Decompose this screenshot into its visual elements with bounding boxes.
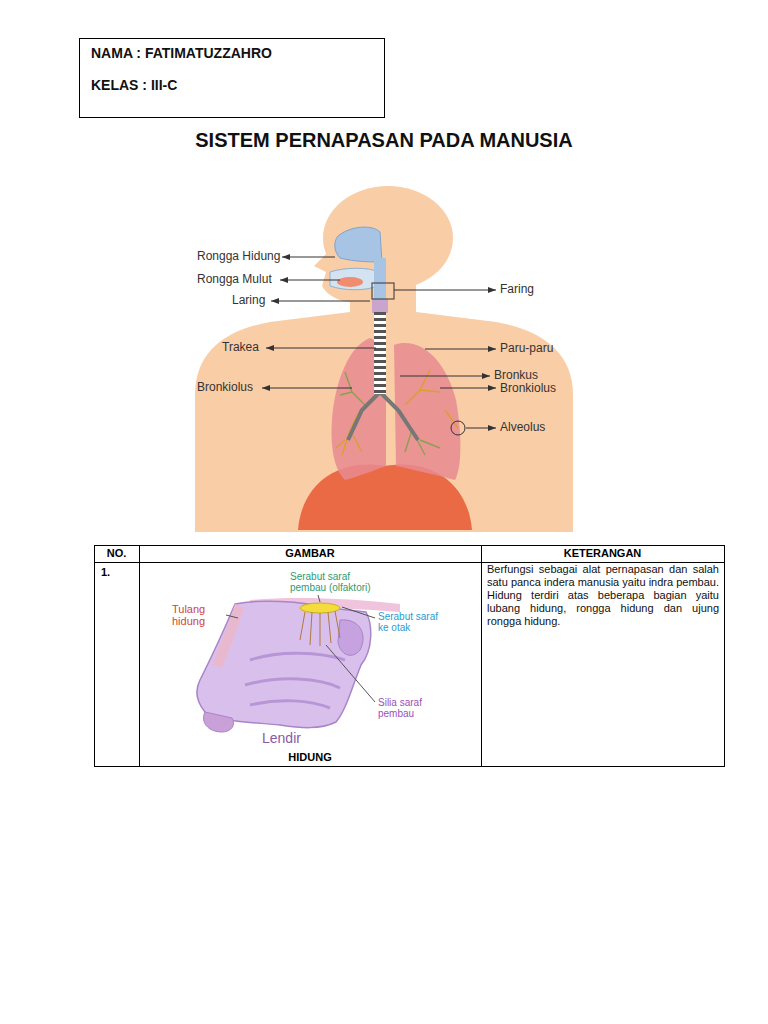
description-text: Berfungsi sebagai alat pernapasan dan sa… (487, 563, 719, 628)
picture-caption: HIDUNG (139, 751, 481, 763)
lungs (332, 338, 461, 480)
part-label: Rongga Hidung (197, 250, 280, 263)
larynx (372, 299, 388, 313)
part-label: Paru-paru (500, 342, 553, 355)
trachea-rings (374, 312, 386, 394)
part-label: Alveolus (500, 421, 545, 434)
part-label: Bronkiolus (500, 382, 556, 395)
part-label: Bronkiolus (197, 381, 253, 394)
table-header: NO. (94, 547, 139, 559)
human-body (195, 186, 573, 532)
part-label: Faring (500, 283, 534, 296)
tongue (337, 277, 363, 287)
alveolus-marker (451, 421, 465, 435)
nose-illustration (197, 595, 400, 732)
table-grid (94, 545, 725, 767)
nostril (204, 712, 234, 732)
trachea (374, 312, 386, 394)
head (323, 186, 453, 290)
part-label: Serabut saraf ke otak (378, 611, 448, 633)
turbinates (245, 653, 345, 708)
nasal-cavity-section (197, 601, 371, 727)
nasal-bone (212, 604, 244, 668)
olfactory-bulb (300, 603, 340, 613)
part-label: Bronkus (494, 369, 538, 382)
olfactory-cilia (300, 611, 340, 646)
part-label: Trakea (222, 341, 259, 354)
leader-lines (262, 257, 496, 428)
bronchus (348, 392, 418, 440)
sinus (338, 620, 363, 655)
nose-leaders (226, 595, 375, 702)
bronchioles (336, 370, 458, 455)
part-label: Silia saraf pembau (378, 697, 430, 719)
table-header: KETERANGAN (481, 547, 724, 559)
part-label: Tulang hidung (172, 603, 224, 627)
mouth-cavity (330, 268, 378, 290)
nasal-cavity (335, 227, 382, 262)
student-info: NAMA : FATIMATUZZAHRO (91, 44, 272, 62)
part-label: Serabut saraf pembau (olfaktori) (290, 571, 386, 593)
right-lung (394, 343, 460, 480)
student-info: KELAS : III-C (91, 76, 177, 94)
pharynx (374, 258, 386, 304)
pharynx-bracket (372, 283, 394, 299)
page-title: SISTEM PERNAPASAN PADA MANUSIA (0, 128, 768, 152)
part-label: Lendir (262, 731, 301, 746)
torso (195, 312, 573, 532)
part-label: Rongga Mulut (197, 273, 272, 286)
row-number: 1. (101, 566, 110, 578)
part-label: Laring (232, 294, 265, 307)
airway (330, 227, 388, 313)
name-box: NAMA : FATIMATUZZAHRO KELAS : III-C (79, 38, 385, 118)
table-header: GAMBAR (139, 547, 481, 559)
